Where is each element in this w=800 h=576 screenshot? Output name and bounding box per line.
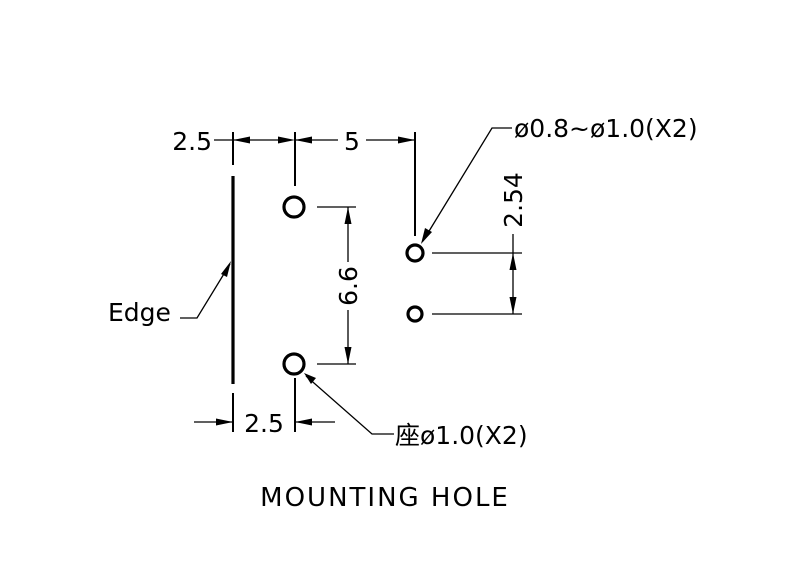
bottom-dimension [194,378,335,432]
seat-holes-leader [304,373,394,435]
small-holes-leader [421,127,512,244]
seat-hole-bottom [282,352,306,376]
dim-edge-to-row-bottom: 2.5 [244,409,284,438]
small-hole-bottom [406,305,424,323]
left-vertical-dimension [317,206,356,365]
dim-vertical-pitch-right: 2.54 [499,172,528,228]
edge-label: Edge [108,298,171,327]
small-holes-callout: ø0.8~ø1.0(X2) [514,114,698,143]
seat-hole-top [282,195,306,219]
dim-row-spacing: 5 [344,127,360,156]
dim-vertical-pitch-left: 6.6 [334,266,363,306]
drawing-title: MOUNTING HOLE [260,483,510,513]
small-hole-top [405,243,425,263]
right-vertical-dimension [432,234,522,315]
seat-holes-callout: 座ø1.0(X2) [395,421,528,450]
dim-edge-to-row-top: 2.5 [172,127,212,156]
edge-leader [180,261,231,319]
top-dimension [214,132,416,236]
